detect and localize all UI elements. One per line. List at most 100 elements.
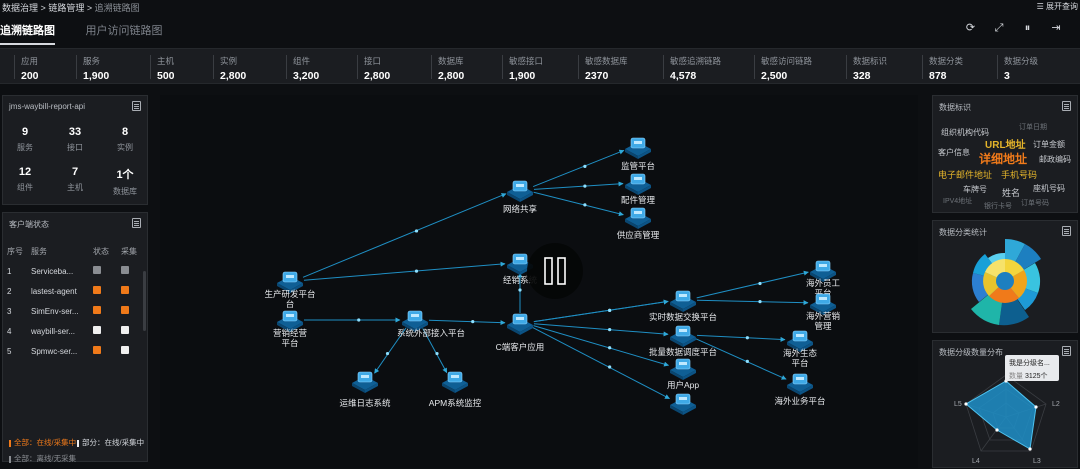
link-edge[interactable] — [695, 338, 787, 380]
tag-word[interactable]: 客户信息 — [938, 148, 970, 157]
link-edge[interactable] — [532, 326, 670, 400]
tag-word[interactable]: 订单金额 — [1033, 140, 1065, 149]
export-icon[interactable]: ⇥ — [1051, 22, 1061, 34]
collect-indicator — [121, 306, 129, 314]
tag-word[interactable]: 详细地址 — [979, 152, 1028, 166]
link-edge[interactable] — [696, 334, 786, 342]
tag-word[interactable]: 手机号码 — [1001, 170, 1038, 180]
data-class-title: 数据分类统计 — [939, 228, 987, 237]
node-ops[interactable] — [277, 310, 303, 332]
node-user[interactable] — [670, 358, 696, 380]
link-edge[interactable] — [533, 323, 669, 337]
link-edge[interactable] — [428, 319, 506, 326]
link-edge[interactable] — [533, 181, 624, 190]
tag-word[interactable]: 订单日期 — [1019, 124, 1047, 131]
node-emp[interactable] — [810, 260, 836, 282]
link-edge[interactable] — [374, 327, 407, 374]
pause-overlay-button[interactable] — [527, 243, 583, 299]
stat-label: 敏感数据库 — [585, 56, 628, 66]
tag-word[interactable]: 座机号码 — [1033, 184, 1065, 193]
refresh-icon[interactable]: ⟳ — [965, 22, 976, 34]
row-status — [93, 281, 121, 301]
link-edge[interactable] — [696, 299, 809, 306]
scrollbar[interactable] — [143, 271, 146, 331]
rose-segment — [989, 281, 1019, 303]
node-label: 运维日志系统 — [339, 398, 391, 408]
node-unk[interactable] — [670, 393, 696, 415]
node-dev[interactable] — [277, 271, 303, 293]
tab-trace-graph[interactable]: 追溯链路图 — [0, 22, 55, 45]
flow-dot — [608, 328, 612, 332]
link-edge[interactable] — [696, 270, 809, 299]
detail-icon[interactable] — [1062, 346, 1071, 356]
node-batch[interactable] — [670, 325, 696, 347]
node-sales[interactable] — [507, 253, 533, 275]
node-log[interactable] — [352, 371, 378, 393]
tab-user-access-graph[interactable]: 用户访问链路图 — [85, 25, 163, 37]
stat-label: 应用 — [21, 56, 39, 66]
node-eco[interactable] — [787, 330, 813, 352]
node-exp[interactable] — [625, 173, 651, 195]
tag-word[interactable]: 银行卡号 — [984, 203, 1012, 210]
node-rt[interactable] — [670, 290, 696, 312]
link-edge[interactable] — [533, 191, 624, 217]
tag-word[interactable]: 电子邮件地址 — [938, 170, 993, 180]
detail-icon[interactable] — [1062, 101, 1071, 111]
tag-word[interactable]: IPV4地址 — [943, 198, 973, 205]
stat-label: 数据标识 — [853, 56, 888, 66]
node-c[interactable] — [507, 313, 533, 335]
tag-word[interactable]: 车牌号 — [963, 185, 987, 194]
tag-word[interactable]: 组织机构代码 — [941, 128, 989, 137]
tag-word[interactable]: 订单号码 — [1021, 200, 1049, 207]
detail-icon[interactable] — [1062, 226, 1071, 236]
node-apm[interactable] — [442, 371, 468, 393]
fullscreen-icon[interactable]: ⤢ — [994, 22, 1004, 34]
tag-word[interactable]: URL地址 — [985, 140, 1026, 151]
node-mkt[interactable] — [810, 293, 836, 315]
breadcrumb-data-governance[interactable]: 数据治理 — [2, 3, 39, 13]
node-ext[interactable] — [402, 310, 428, 332]
node-biz[interactable] — [787, 373, 813, 395]
detail-icon[interactable] — [132, 218, 141, 228]
link-edge[interactable] — [422, 328, 448, 374]
node-net[interactable] — [507, 180, 533, 202]
tag-word[interactable]: 邮政编码 — [1039, 155, 1071, 164]
detail-icon[interactable] — [132, 101, 141, 111]
flow-dot — [414, 229, 419, 233]
node-sc[interactable] — [625, 207, 651, 229]
row-status — [93, 261, 121, 281]
link-edge[interactable] — [303, 261, 506, 281]
link-edge[interactable] — [533, 325, 670, 367]
link-edge[interactable] — [532, 149, 625, 188]
tag-word[interactable]: 姓名 — [1002, 188, 1021, 198]
pause-icon[interactable]: ⏸ — [1024, 22, 1031, 34]
stat-value: 1,900 — [83, 70, 110, 82]
link-edge[interactable] — [302, 193, 507, 278]
link-edge[interactable] — [533, 299, 669, 323]
flow-dot — [518, 288, 522, 292]
metric-label: 实例 — [117, 143, 133, 152]
node-sup[interactable] — [625, 137, 651, 159]
expand-query-button[interactable]: ☰ 展开查询 — [1037, 1, 1078, 12]
breadcrumb-link-management[interactable]: 链路管理 — [48, 3, 85, 13]
